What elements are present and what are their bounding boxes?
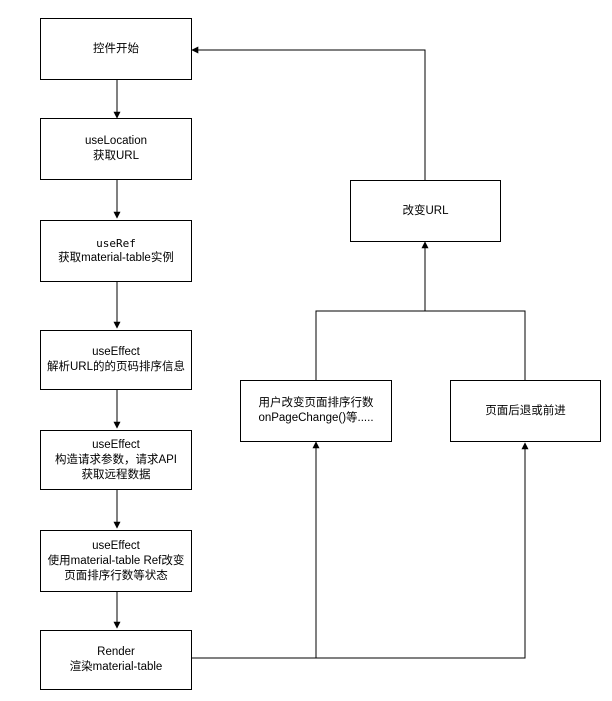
- node-use-location-desc: 获取URL: [92, 150, 139, 162]
- node-use-ref-desc: 获取material-table实例: [58, 252, 174, 264]
- arrow-render-to-user-change: [191, 441, 320, 659]
- arrow-change-url-to-start: [191, 46, 426, 180]
- node-page-nav-label: 页面后退或前进: [485, 404, 566, 417]
- node-use-ref: useRef 获取material-table实例: [40, 220, 192, 282]
- connector-user-change-to-junction: [315, 310, 425, 380]
- node-use-effect-ref-desc: 使用material-table Ref改变: [47, 554, 185, 567]
- node-change-url: 改变URL: [350, 180, 501, 242]
- node-use-effect-parse-hook: useEffect: [92, 346, 140, 358]
- node-use-effect-ref-desc-2: 页面排序行数等状态: [64, 569, 168, 582]
- node-change-url-label: 改变URL: [402, 204, 449, 217]
- node-use-effect-fetch-desc: 构造请求参数，请求API: [54, 453, 178, 466]
- node-use-effect-parse-desc: 解析URL的的页码排序信息: [46, 361, 185, 373]
- node-start-label: 控件开始: [93, 42, 139, 55]
- node-user-change-label: 用户改变页面排序行数: [258, 397, 374, 409]
- node-render-title: Render: [97, 646, 135, 658]
- node-use-ref-hook: useRef: [96, 237, 136, 250]
- node-use-effect-fetch-desc-2: 获取远程数据: [81, 468, 151, 481]
- node-use-location: useLocation 获取URL: [40, 118, 192, 180]
- node-render: Render 渲染material-table: [40, 630, 192, 690]
- node-user-change: 用户改变页面排序行数 onPageChange()等.....: [240, 380, 392, 442]
- node-use-effect-parse: useEffect 解析URL的的页码排序信息: [40, 330, 192, 390]
- node-page-nav: 页面后退或前进: [450, 380, 601, 442]
- node-start: 控件开始: [40, 18, 192, 80]
- node-render-desc: 渲染material-table: [69, 661, 163, 673]
- arrow-render-to-page-nav: [316, 442, 529, 659]
- node-use-effect-ref-hook: useEffect: [92, 539, 140, 552]
- node-user-change-handler: onPageChange()等.....: [258, 412, 374, 424]
- node-use-effect-fetch-hook: useEffect: [92, 438, 140, 451]
- node-use-effect-fetch: useEffect 构造请求参数，请求API 获取远程数据: [40, 430, 192, 490]
- node-use-location-hook: useLocation: [84, 135, 148, 147]
- node-use-effect-ref: useEffect 使用material-table Ref改变 页面排序行数等…: [40, 530, 192, 592]
- connector-page-nav-to-junction: [425, 310, 526, 380]
